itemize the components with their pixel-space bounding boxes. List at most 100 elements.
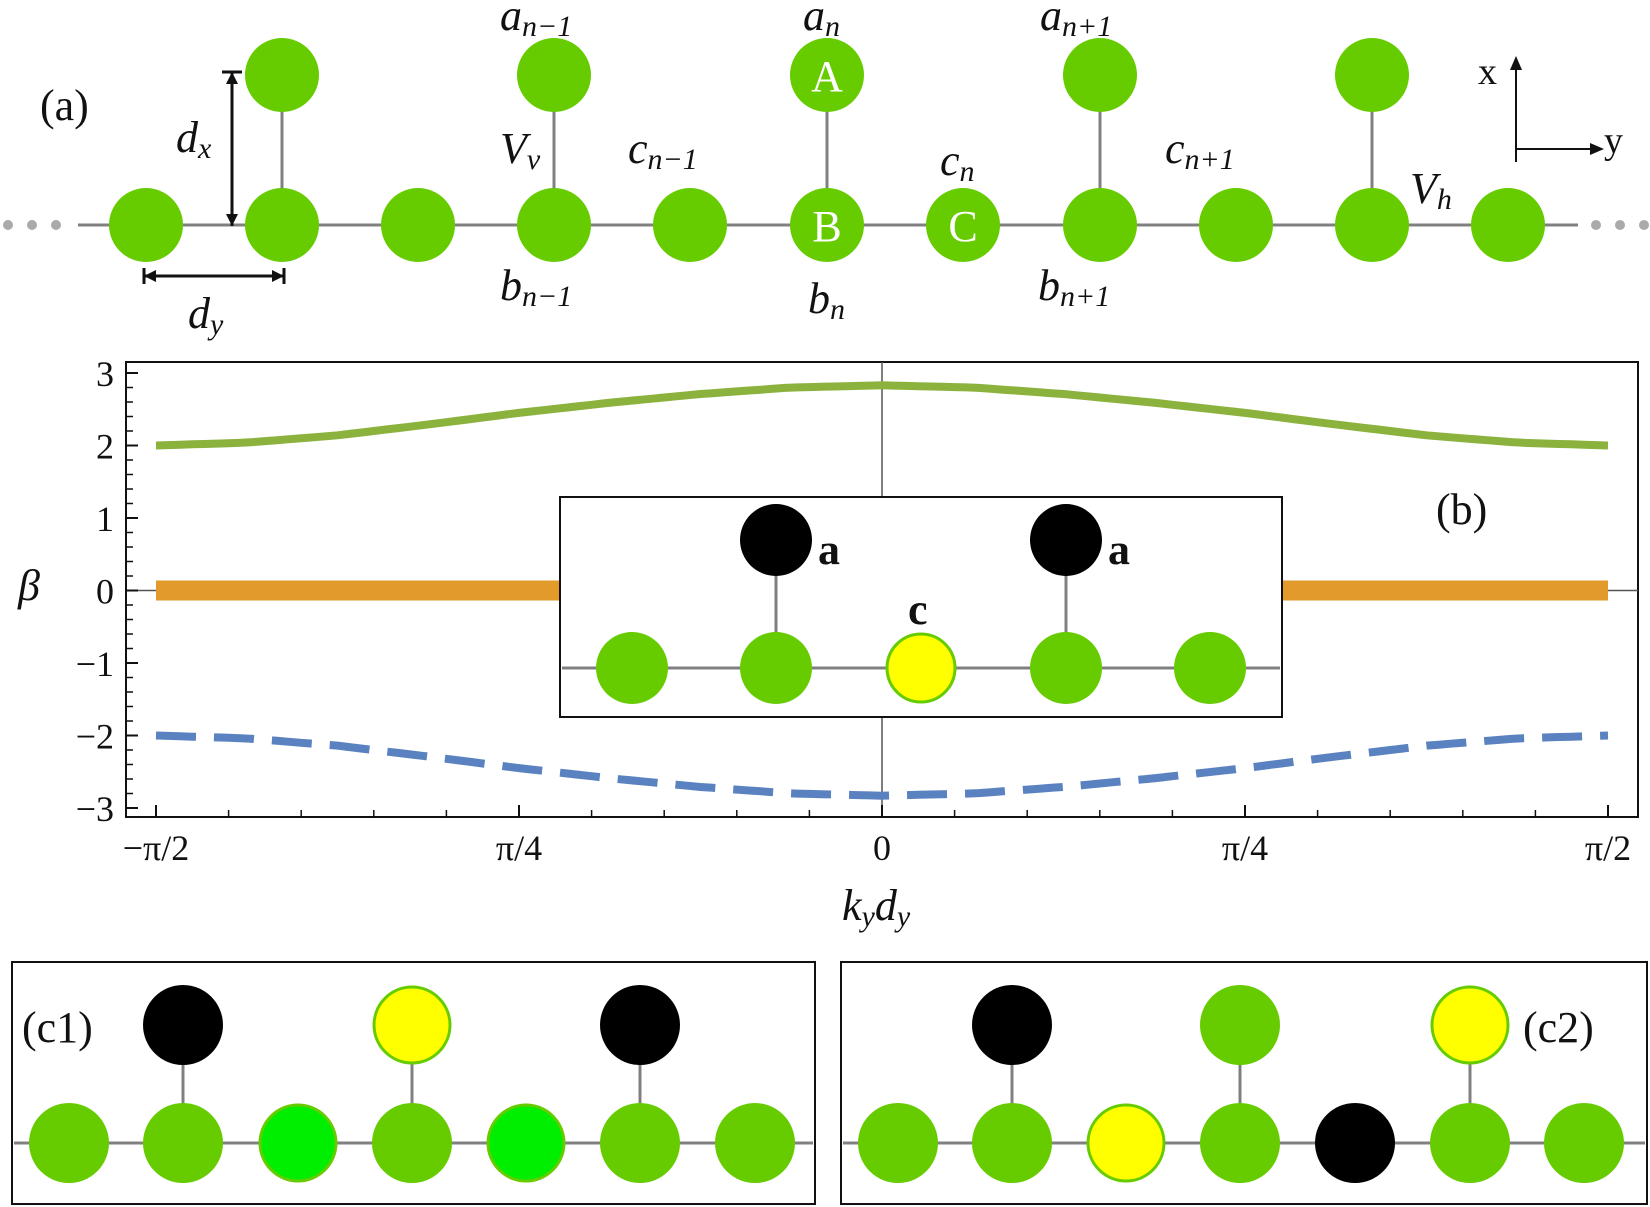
label-b-cur: bn bbox=[808, 274, 845, 326]
inset-green-site bbox=[1030, 632, 1102, 704]
label-c-next: cn+1 bbox=[1165, 124, 1235, 176]
lower-band-curve bbox=[155, 731, 1609, 800]
y-axis-arrow-head bbox=[1590, 143, 1604, 155]
c2-yellow-site bbox=[1430, 985, 1510, 1065]
x-tick-label: −π/2 bbox=[123, 828, 189, 868]
y-tick-label: −3 bbox=[76, 789, 114, 829]
node-letter-B: B bbox=[812, 202, 841, 251]
label-b-prev: bn−1 bbox=[500, 261, 572, 313]
inset-label-a2: a bbox=[1108, 525, 1130, 574]
site-b-next bbox=[1063, 188, 1137, 262]
panel-c2: (c2) bbox=[840, 961, 1648, 1205]
node-letter-C: C bbox=[948, 202, 977, 251]
c2-green-site bbox=[1544, 1103, 1624, 1183]
left-ellipsis bbox=[3, 220, 61, 230]
panel-a: (a) bbox=[3, 0, 1649, 341]
c2-yellow-site bbox=[1086, 1103, 1166, 1183]
inset-black-site bbox=[1030, 504, 1102, 576]
site-a-prev bbox=[517, 38, 591, 112]
panel-b-label: (b) bbox=[1436, 485, 1487, 534]
inset-black-site bbox=[740, 504, 812, 576]
x-tick-label: π/2 bbox=[1585, 828, 1631, 868]
inset-green-site bbox=[740, 632, 812, 704]
x-ticks: −π/2 π/4 0 π/4 π/2 bbox=[123, 805, 1631, 868]
chain-site bbox=[1335, 188, 1409, 262]
dx-arrow-head-top bbox=[226, 72, 238, 84]
c1-green-site bbox=[29, 1103, 109, 1183]
axis-y-label: y bbox=[1604, 120, 1623, 162]
panel-c1-frame bbox=[11, 961, 816, 1205]
panel-c2-frame bbox=[840, 961, 1648, 1205]
label-a-next: an+1 bbox=[1040, 0, 1112, 43]
label-b-next: bn+1 bbox=[1038, 261, 1110, 313]
label-Vv: Vv bbox=[500, 124, 541, 176]
node-letter-A: A bbox=[811, 52, 843, 101]
inset: a a c bbox=[559, 496, 1283, 718]
dx-arrow-head-bottom bbox=[226, 214, 238, 226]
inset-green-site bbox=[596, 632, 668, 704]
right-ellipsis bbox=[1591, 220, 1649, 230]
c2-green-site bbox=[858, 1103, 938, 1183]
y-ticks: 3 2 1 0 −1 −2 −3 bbox=[76, 354, 138, 829]
site-a-next bbox=[1063, 38, 1137, 112]
y-tick-label: −1 bbox=[76, 644, 114, 684]
upper-band-curve bbox=[155, 381, 1609, 450]
c2-green-site bbox=[972, 1103, 1052, 1183]
label-dx: dx bbox=[176, 113, 212, 165]
inset-green-site bbox=[1174, 632, 1246, 704]
y-tick-label: 1 bbox=[96, 499, 114, 539]
y-tick-label: 0 bbox=[96, 572, 114, 612]
c2-green-site bbox=[1200, 1103, 1280, 1183]
label-c-cur: cn bbox=[940, 136, 975, 188]
c1-bright-green-site bbox=[486, 1103, 566, 1183]
site-c-cur bbox=[926, 188, 1000, 262]
label-dy: dy bbox=[188, 289, 224, 341]
chain-site bbox=[381, 188, 455, 262]
x-tick-label: π/4 bbox=[496, 828, 542, 868]
site-b-cur bbox=[790, 188, 864, 262]
site-top bbox=[1335, 38, 1409, 112]
c1-yellow-site bbox=[372, 985, 452, 1065]
y-tick-label: −2 bbox=[76, 717, 114, 757]
site-b-prev bbox=[517, 188, 591, 262]
y-tick-label: 2 bbox=[96, 427, 114, 467]
inset-label-a1: a bbox=[818, 525, 840, 574]
label-Vh: Vh bbox=[1410, 164, 1452, 216]
x-tick-label: 0 bbox=[873, 828, 891, 868]
panel-a-label: (a) bbox=[40, 81, 89, 130]
c1-green-site bbox=[372, 1103, 452, 1183]
c2-black-site bbox=[1315, 1103, 1395, 1183]
axis-x-label: x bbox=[1478, 51, 1497, 93]
y-tick-label: 3 bbox=[96, 354, 114, 394]
chain-site bbox=[245, 188, 319, 262]
site-c-prev bbox=[653, 188, 727, 262]
chain-site bbox=[1471, 188, 1545, 262]
c2-black-site bbox=[972, 985, 1052, 1065]
x-axis-arrow-head bbox=[1510, 56, 1522, 70]
c2-green-site bbox=[1200, 985, 1280, 1065]
c1-green-site bbox=[143, 1103, 223, 1183]
label-c-prev: cn−1 bbox=[628, 124, 698, 176]
label-a-prev: an−1 bbox=[500, 0, 572, 43]
dy-arrow-head-right bbox=[272, 270, 284, 282]
site-a-cur bbox=[790, 38, 864, 112]
site-c-next bbox=[1199, 188, 1273, 262]
panel-c2-label: (c2) bbox=[1523, 1003, 1594, 1052]
chain-site bbox=[109, 188, 183, 262]
label-a-cur: an bbox=[803, 0, 840, 43]
inset-label-c: c bbox=[908, 585, 928, 634]
inset-yellow-site bbox=[885, 632, 957, 704]
c1-green-site bbox=[600, 1103, 680, 1183]
panel-c1-label: (c1) bbox=[22, 1003, 93, 1052]
c1-black-site bbox=[600, 985, 680, 1065]
x-tick-label: π/4 bbox=[1222, 828, 1268, 868]
c2-green-site bbox=[1430, 1103, 1510, 1183]
c1-green-site bbox=[715, 1103, 795, 1183]
dy-arrow-head-left bbox=[144, 270, 156, 282]
c1-black-site bbox=[143, 985, 223, 1065]
y-axis-label: β bbox=[17, 561, 40, 610]
panel-c1: (c1) bbox=[11, 961, 816, 1205]
c1-bright-green-site bbox=[258, 1103, 338, 1183]
